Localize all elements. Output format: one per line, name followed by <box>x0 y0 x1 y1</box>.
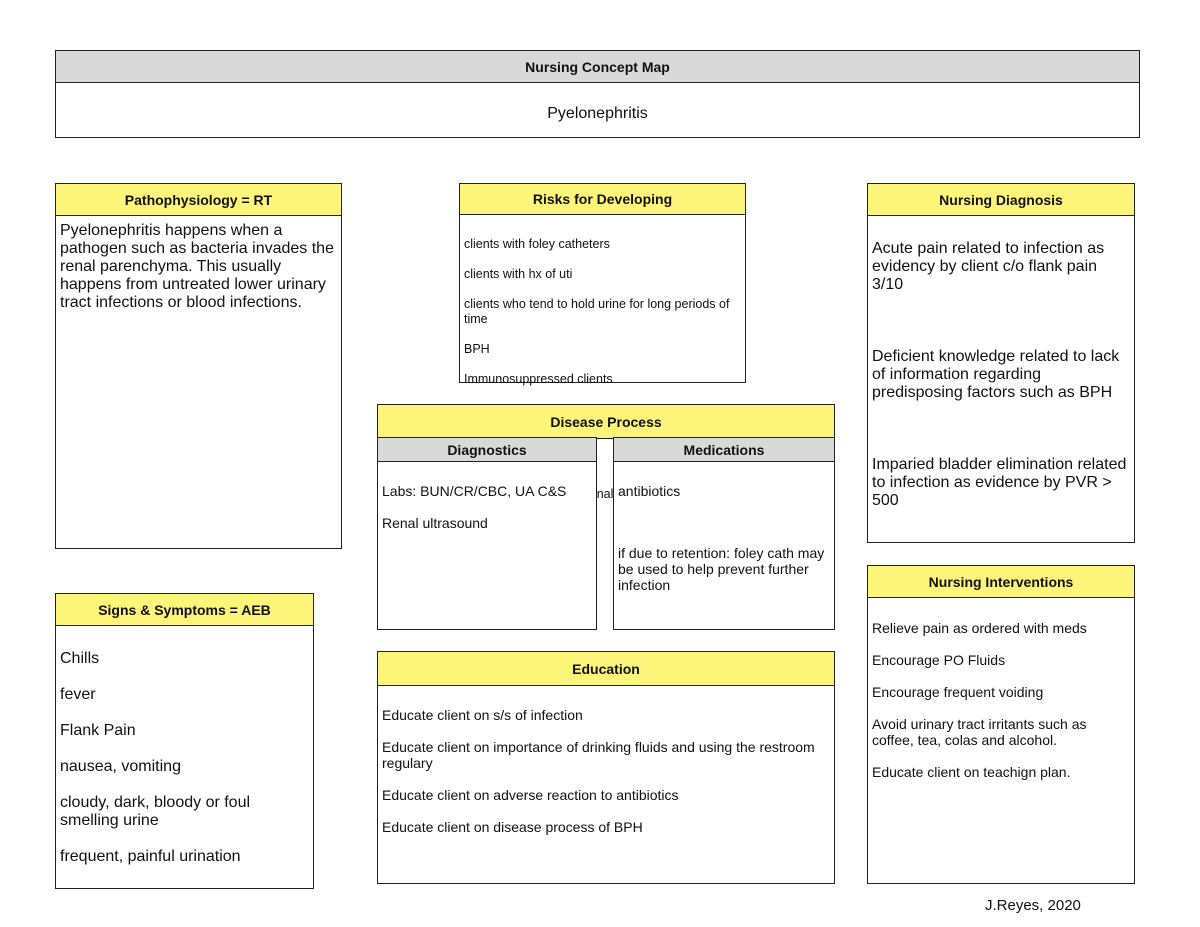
signs-item: frequent, painful urination <box>60 848 241 865</box>
title-box: Nursing Concept Map Pyelonephritis <box>55 50 1140 138</box>
education-item: Educate client on adverse reaction to an… <box>382 787 679 803</box>
risk-item: clients with foley catheters <box>464 237 610 251</box>
medications-line: antibiotics <box>618 483 681 499</box>
interventions-heading: Nursing Interventions <box>868 566 1134 598</box>
intervention-item: Encourage frequent voiding <box>872 684 1044 700</box>
education-heading: Education <box>378 652 834 686</box>
risk-item: BPH <box>464 342 490 356</box>
risks-box: Risks for Developing clients with foley … <box>459 183 746 501</box>
disease-process-heading: Disease Process <box>378 405 834 439</box>
risks-heading: Risks for Developing <box>460 184 745 215</box>
pathophysiology-box: Pathophysiology = RT Pyelonephritis happ… <box>55 183 342 549</box>
medications-box: Medications antibiotics if due to retent… <box>613 437 835 630</box>
nursing-diagnosis-heading: Nursing Diagnosis <box>868 184 1134 216</box>
disease-process-box: Disease Process <box>377 404 835 439</box>
diagnostics-box: Diagnostics Labs: BUN/CR/CBC, UA C&S Ren… <box>377 437 597 630</box>
nursing-diagnosis-box: Nursing Diagnosis Acute pain related to … <box>867 183 1135 543</box>
diagnosis-item: Deficient knowledge related to lack of i… <box>872 348 1120 401</box>
intervention-item: Relieve pain as ordered with meds <box>872 620 1087 636</box>
diagnosis-item: Imparied bladder elimination related to … <box>872 456 1127 509</box>
diagnosis-item: Acute pain related to infection as evide… <box>872 240 1105 293</box>
diagnostics-item: Renal ultrasound <box>382 515 488 531</box>
education-box: Education Educate client on s/s of infec… <box>377 651 835 884</box>
pathophysiology-text: Pyelonephritis happens when a pathogen s… <box>60 222 334 311</box>
topic-label: Pyelonephritis <box>547 105 648 122</box>
interventions-box: Nursing Interventions Relieve pain as or… <box>867 565 1135 884</box>
signs-item: Chills <box>60 650 100 667</box>
signs-item: nausea, vomiting <box>60 758 181 775</box>
intervention-item: Educate client on teachign plan. <box>872 764 1071 780</box>
signs-symptoms-box: Signs & Symptoms = AEB Chills fever Flan… <box>55 593 314 889</box>
risk-item: clients with hx of uti <box>464 267 573 281</box>
risk-item: clients who tend to hold urine for long … <box>464 297 730 326</box>
education-item: Educate client on disease process of BPH <box>382 819 643 835</box>
signs-item: cloudy, dark, bloody or foul smelling ur… <box>60 794 251 829</box>
pathophysiology-heading: Pathophysiology = RT <box>56 184 341 216</box>
signs-symptoms-heading: Signs & Symptoms = AEB <box>56 594 313 626</box>
intervention-item: Encourage PO Fluids <box>872 652 1006 668</box>
diagnostics-heading: Diagnostics <box>378 438 596 462</box>
diagnostics-item: Labs: BUN/CR/CBC, UA C&S <box>382 483 567 499</box>
author-credit: J.Reyes, 2020 <box>985 897 1081 914</box>
medications-line: if due to retention: foley cath may be u… <box>618 545 825 593</box>
signs-item: fever <box>60 686 96 703</box>
risk-item: Immunosuppressed clients <box>464 372 613 386</box>
page-title: Nursing Concept Map <box>56 51 1139 83</box>
education-item: Educate client on importance of drinking… <box>382 739 815 771</box>
intervention-item: Avoid urinary tract irritants such as co… <box>872 716 1087 748</box>
medications-heading: Medications <box>614 438 834 462</box>
signs-item: Flank Pain <box>60 722 136 739</box>
education-item: Educate client on s/s of infection <box>382 707 583 723</box>
